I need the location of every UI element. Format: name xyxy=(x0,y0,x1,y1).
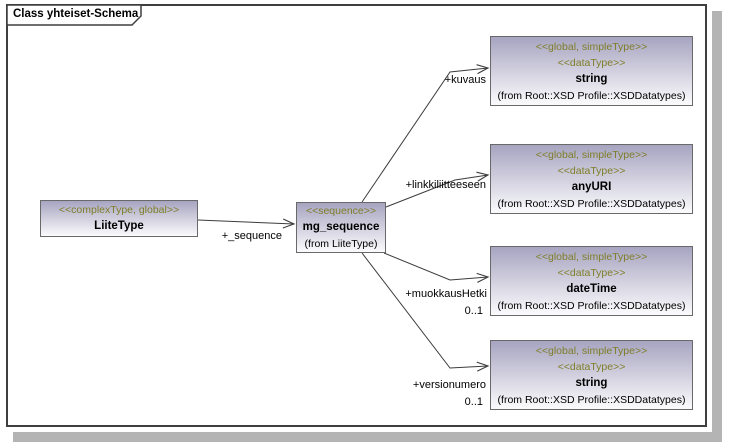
stereotype-label: <<dataType>> xyxy=(557,360,626,373)
class-origin: (from Root::XSD Profile::XSDDatatypes) xyxy=(497,197,686,210)
class-node-datetime[interactable]: <<global, simpleType>> <<dataType>> date… xyxy=(490,246,693,316)
class-origin: (from Root::XSD Profile::XSDDatatypes) xyxy=(497,299,686,312)
class-name: mg_sequence xyxy=(302,221,380,233)
stereotype-label: <<dataType>> xyxy=(557,164,626,177)
edge-kuvaus[interactable] xyxy=(361,64,490,203)
edge-label-sequence: +_sequence xyxy=(221,230,282,242)
stereotype-label: <<global, simpleType>> xyxy=(535,148,648,161)
frame-shadow-right xyxy=(712,11,722,442)
edge-linkkiliitteeseen[interactable] xyxy=(385,171,490,208)
class-node-mg-sequence[interactable]: <<sequence>> mg_sequence (from LiiteType… xyxy=(296,202,386,253)
stereotype-label: <<dataType>> xyxy=(557,56,626,69)
stereotype-label: <<sequence>> xyxy=(305,205,377,217)
stereotype-label: <<dataType>> xyxy=(557,266,626,279)
class-origin: (from LiiteType) xyxy=(304,238,378,250)
class-name: anyURI xyxy=(571,180,612,193)
class-node-anyuri[interactable]: <<global, simpleType>> <<dataType>> anyU… xyxy=(490,144,693,214)
edge-label-muokkausHetki: +muokkausHetki xyxy=(405,288,487,300)
stereotype-label: <<global, simpleType>> xyxy=(535,250,648,263)
edge-multiplicity-muokkausHetki: 0..1 xyxy=(464,305,483,317)
edge-label-kuvaus: +kuvaus xyxy=(444,74,486,86)
frame-label-tab xyxy=(6,4,142,26)
class-name: string xyxy=(575,72,608,85)
class-origin: (from Root::XSD Profile::XSDDatatypes) xyxy=(497,393,686,406)
class-node-string-versionumero[interactable]: <<global, simpleType>> <<dataType>> stri… xyxy=(490,340,693,410)
edge-multiplicity-versionumero: 0..1 xyxy=(464,396,483,408)
edge-label-versionumero: +versionumero xyxy=(412,379,486,391)
edge-label-linkkiliitteeseen: +linkkiliitteeseen xyxy=(405,179,486,191)
class-origin: (from Root::XSD Profile::XSDDatatypes) xyxy=(497,89,686,102)
edge-sequence[interactable] xyxy=(197,218,296,229)
edge-muokkausHetki[interactable] xyxy=(383,252,490,283)
class-node-string-kuvaus[interactable]: <<global, simpleType>> <<dataType>> stri… xyxy=(490,36,693,106)
stereotype-label: <<complexType, global>> xyxy=(58,204,180,216)
frame-title: Class yhteiset-Schema xyxy=(13,8,139,20)
class-name: LiiteType xyxy=(94,220,144,232)
frame-shadow-bottom xyxy=(13,432,722,442)
edge-versionumero[interactable] xyxy=(361,252,490,372)
stereotype-label: <<global, simpleType>> xyxy=(535,344,648,357)
class-name: dateTime xyxy=(566,282,617,295)
class-node-liitetype[interactable]: <<complexType, global>> LiiteType xyxy=(40,200,198,237)
class-name: string xyxy=(575,376,608,389)
stereotype-label: <<global, simpleType>> xyxy=(535,40,648,53)
